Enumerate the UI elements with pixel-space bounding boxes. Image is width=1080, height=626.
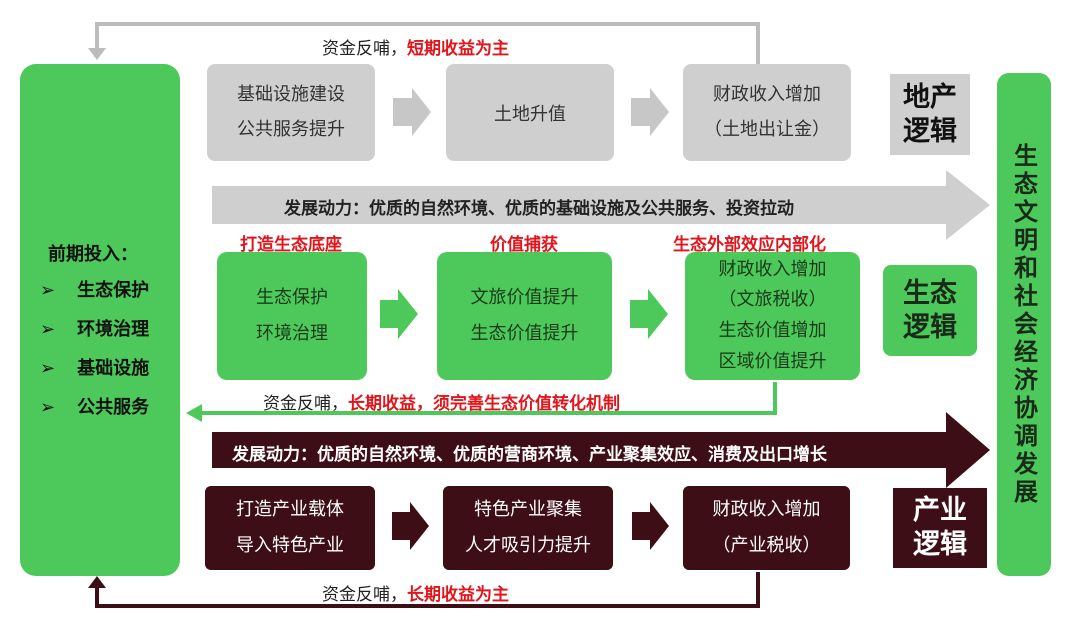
green-chevron-2	[630, 289, 668, 339]
fiscal-revenue-land-box: 财政收入增加 （土地出让金）	[683, 64, 851, 161]
industry-feedback-label: 资金反哺，长期收益为主	[322, 585, 509, 605]
ecological-feedback-label: 资金反哺，长期收益，须完善生态价值转化机制	[263, 394, 620, 414]
land-appreciation-box: 土地升值	[446, 64, 614, 161]
outcome-text: 生态文明和社会经济协调发展	[1009, 142, 1038, 507]
initial-investment-panel: 前期投入： ➢生态保护 ➢环境治理 ➢基础设施 ➢公共服务	[20, 64, 180, 576]
gray-chevron-2	[631, 88, 669, 136]
industry-driver-text: 发展动力：优质的自然环境、优质的营商环境、产业聚集效应、消费及出口增长	[232, 445, 827, 465]
arrow-bullet-icon: ➢	[40, 397, 56, 418]
industry-cluster-box: 特色产业聚集 人才吸引力提升	[443, 486, 613, 570]
arrow-bullet-icon: ➢	[40, 358, 56, 379]
list-item: ➢基础设施	[40, 358, 150, 379]
industry-feedback-arrowhead	[88, 576, 106, 588]
ecological-header-foundation: 打造生态底座	[240, 235, 342, 255]
outcome-panel: 生态文明和社会经济协调发展	[997, 73, 1051, 576]
dark-chevron-1	[392, 502, 429, 550]
ecological-header-internalization: 生态外部效应内部化	[673, 235, 826, 255]
real-estate-feedback-arrowhead	[88, 48, 106, 60]
infrastructure-box: 基础设施建设 公共服务提升	[207, 64, 375, 161]
list-item: ➢生态保护	[40, 280, 150, 301]
eco-protection-box: 生态保护 环境治理	[217, 252, 367, 380]
green-chevron-1	[380, 289, 418, 339]
dark-chevron-2	[632, 502, 669, 550]
gray-chevron-1	[393, 88, 431, 136]
fiscal-revenue-industry-box: 财政收入增加 （产业税收）	[683, 486, 850, 570]
investment-list: ➢生态保护 ➢环境治理 ➢基础设施 ➢公共服务	[40, 276, 149, 432]
real-estate-driver-arrow	[212, 170, 990, 240]
ecological-feedback-arrowhead	[186, 404, 202, 422]
value-enhancement-box: 文旅价值提升 生态价值提升	[437, 252, 612, 380]
real-estate-logic-label: 地产 逻辑	[890, 74, 970, 155]
industry-driver-arrow	[212, 412, 990, 488]
initial-investment-title: 前期投入：	[48, 244, 138, 265]
industry-feedback-line	[95, 572, 760, 608]
arrow-bullet-icon: ➢	[40, 280, 56, 301]
real-estate-feedback-line	[95, 22, 760, 66]
list-item: ➢公共服务	[40, 397, 150, 418]
list-item: ➢环境治理	[40, 319, 150, 340]
arrow-bullet-icon: ➢	[40, 319, 56, 340]
industry-carrier-box: 打造产业载体 导入特色产业	[205, 486, 375, 570]
industry-logic-label: 产业 逻辑	[893, 488, 987, 568]
fiscal-revenue-tourism-box: 财政收入增加 （文旅税收） 生态价值增加 区域价值提升	[685, 252, 860, 380]
real-estate-feedback-label: 资金反哺，短期收益为主	[322, 39, 509, 59]
real-estate-driver-text: 发展动力：优质的自然环境、优质的基础设施及公共服务、投资拉动	[284, 199, 794, 219]
ecological-feedback-line	[200, 382, 777, 415]
ecological-header-value-capture: 价值捕获	[490, 235, 558, 255]
ecological-logic-label: 生态 逻辑	[883, 265, 977, 356]
